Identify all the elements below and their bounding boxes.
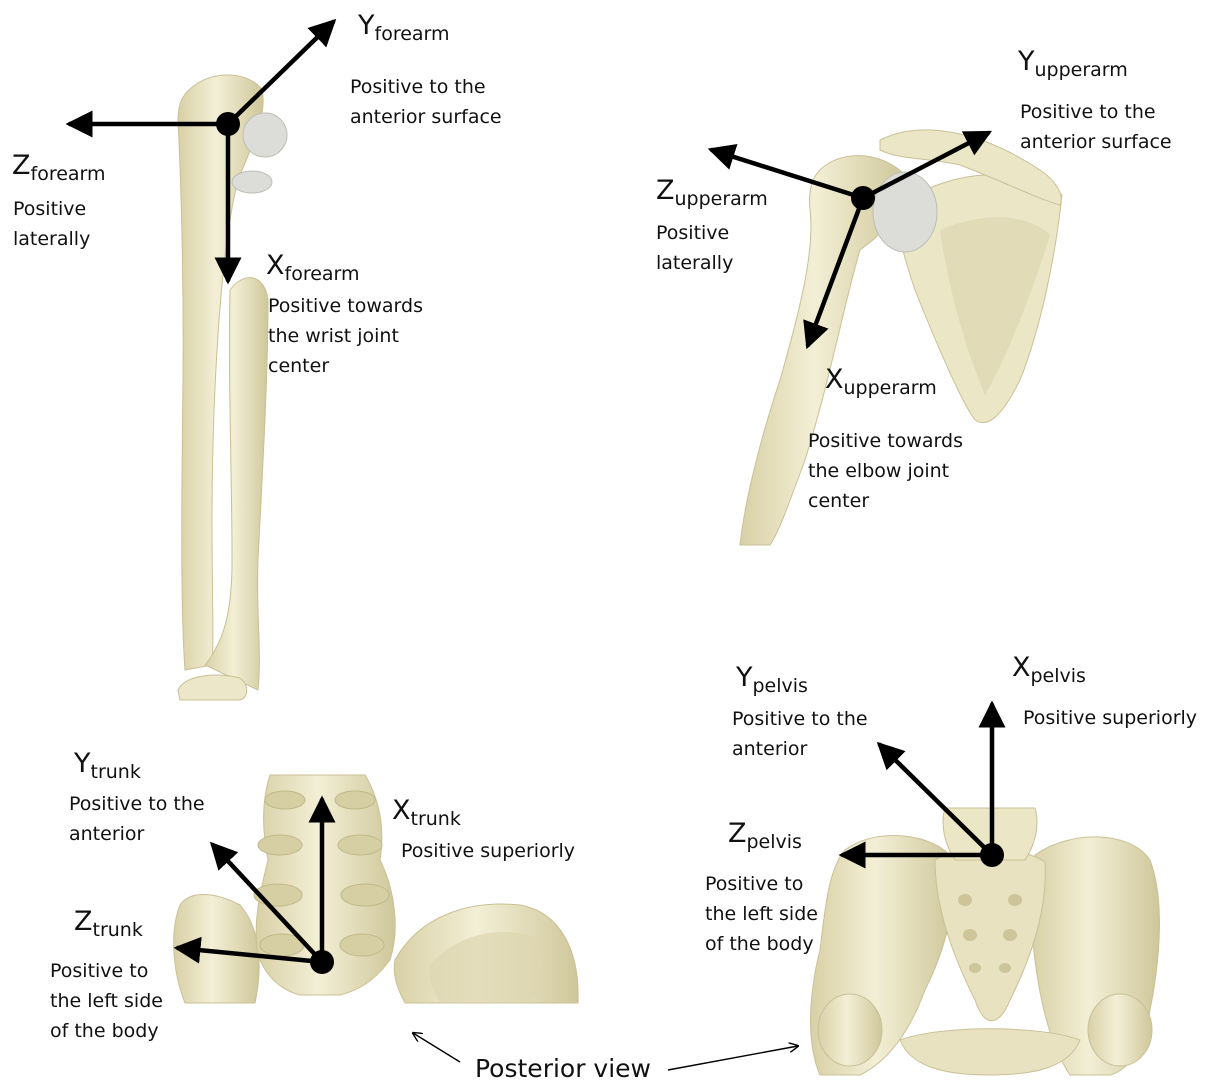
- upperarm-origin-point: [851, 186, 875, 210]
- pelvis-origin-point: [980, 843, 1004, 867]
- upperarm-y-axis-label: Yupperarm: [1018, 48, 1128, 80]
- trunk-x-axis-label: Xtrunk: [392, 797, 461, 829]
- forearm-bones-illustration: [178, 75, 287, 700]
- upperarm-x-axis-label: Xupperarm: [825, 366, 937, 398]
- trunk-z-axis-label: Ztrunk: [74, 908, 143, 940]
- trunk-y-axis-label: Ytrunk: [74, 750, 141, 782]
- caption-pointer-right: [668, 1046, 798, 1070]
- caption-pointer-left: [413, 1033, 460, 1062]
- forearm-y-axis-arrow: [228, 22, 333, 124]
- forearm-x-axis-label: Xforearm: [266, 252, 360, 284]
- forearm-z-axis-label: Zforearm: [12, 152, 106, 184]
- pelvis-x-axis-label: Xpelvis: [1012, 654, 1086, 686]
- forearm-y-axis-label: Yforearm: [358, 12, 450, 44]
- trunk-origin-point: [310, 950, 334, 974]
- pelvis-y-axis-label: Ypelvis: [736, 664, 808, 696]
- pelvis-x-axis-description: Positive superiorly: [1023, 703, 1197, 733]
- posterior-view-caption: Posterior view: [475, 1054, 651, 1083]
- forearm-origin-point: [216, 112, 240, 136]
- trunk-bones-illustration: [174, 775, 578, 1003]
- upperarm-z-axis-label: Zupperarm: [656, 177, 768, 209]
- pelvis-z-axis-label: Zpelvis: [728, 820, 802, 852]
- trunk-x-axis-description: Positive superiorly: [401, 836, 575, 866]
